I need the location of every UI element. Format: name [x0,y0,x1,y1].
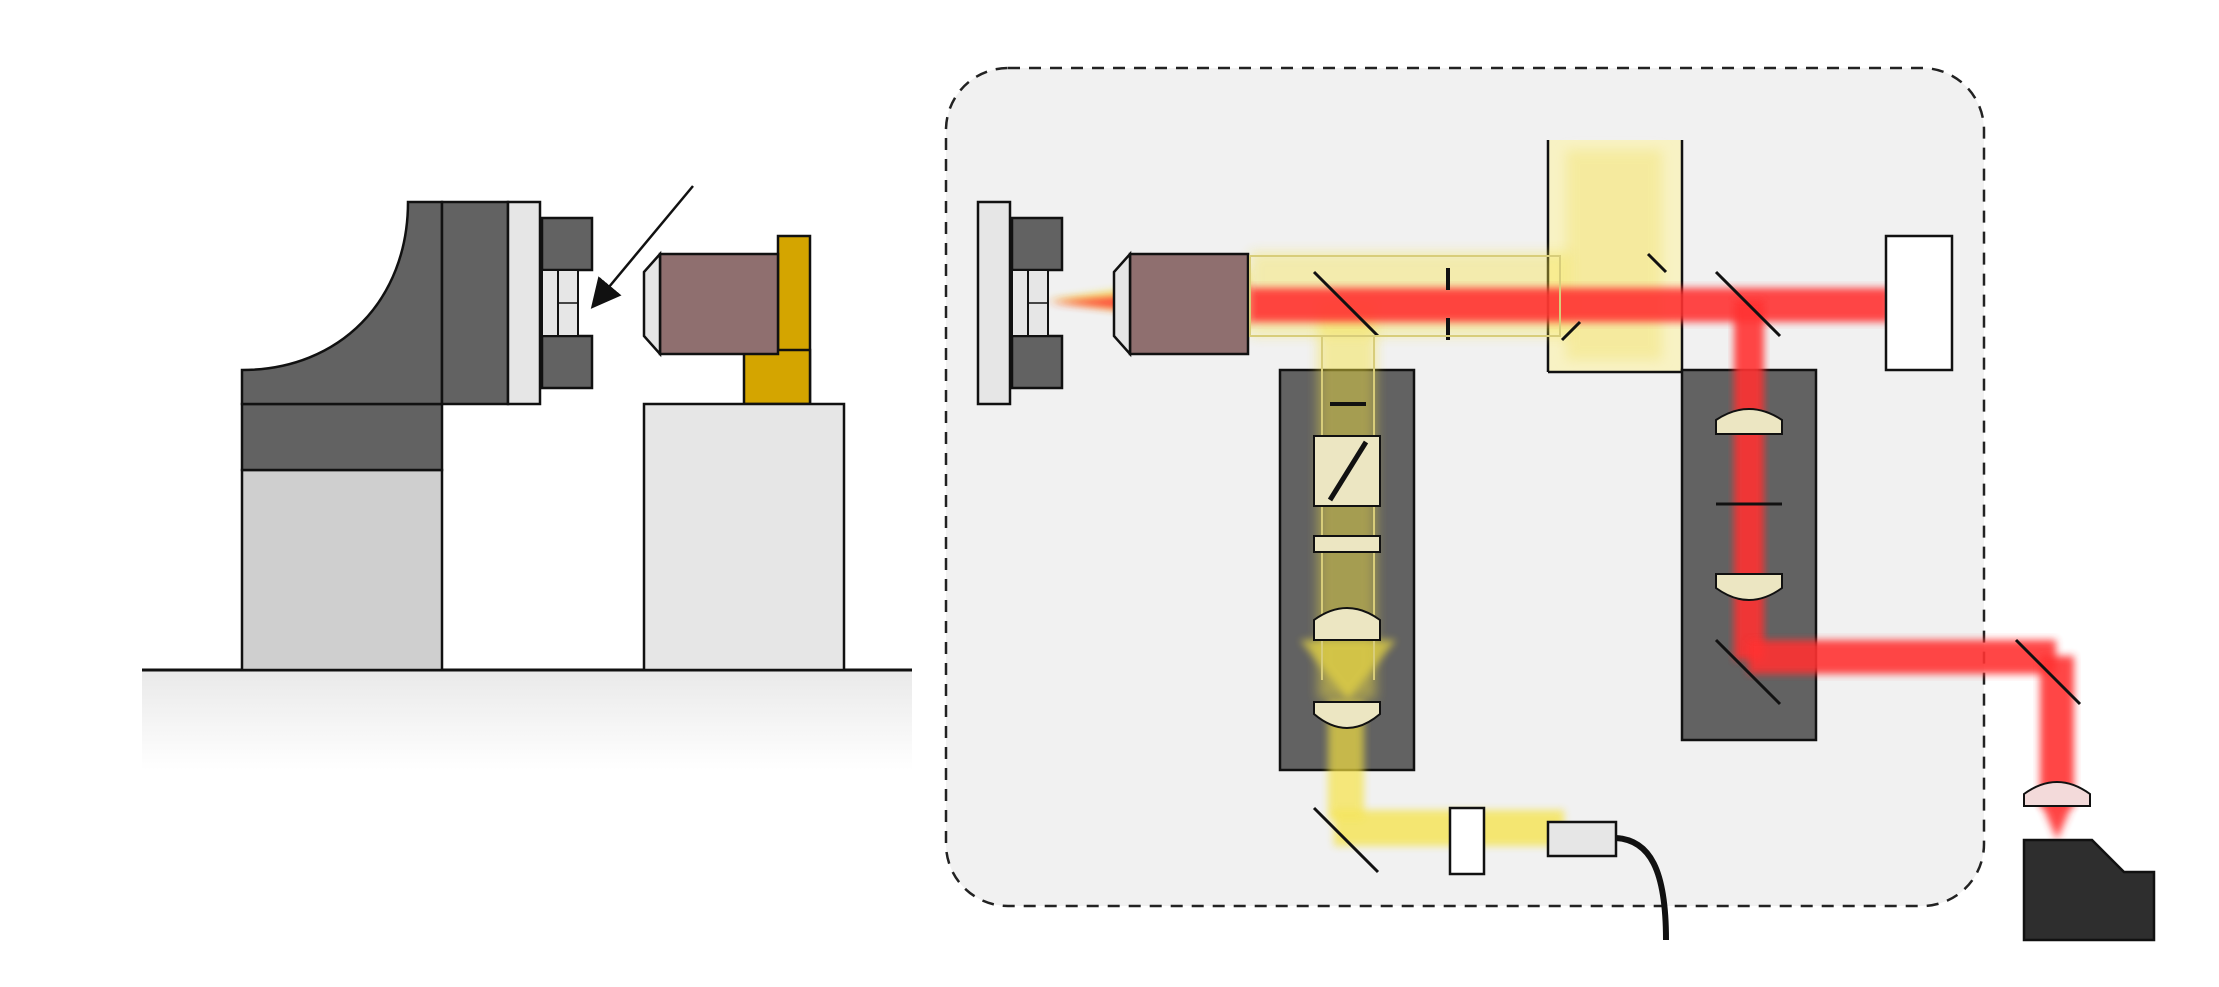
lens-detection-2 [1715,573,1783,601]
lens-tube-2 [1313,701,1381,729]
fiber-connector [1448,806,1486,876]
optical-layout [944,66,2156,942]
sample-clamp-top [540,216,594,272]
objective-body [658,252,780,356]
polarizer-axis [1327,440,1369,502]
lens-tube-1 [1313,607,1381,641]
base-block [240,468,444,672]
beam-splitter-1 [1312,270,1380,338]
light-source [1546,820,1618,858]
sample-plate [506,200,542,406]
sample-window-right [1011,269,1029,337]
beam-splitter-5 [1714,638,1782,706]
laser-source [1884,234,1954,372]
yellow-glow-column [1566,150,1662,360]
side-view [142,185,912,770]
arm-column [440,200,510,406]
objective-mount-post [742,348,812,406]
sample-clamp-top-right [1010,216,1064,272]
lens-detection-1 [1715,408,1783,435]
filter-plate [1313,535,1381,553]
objective-pedestal [642,402,846,672]
beam-splitter-7 [1312,806,1380,874]
beam-splitter-4 [1560,320,1582,342]
enclosure [944,66,1986,908]
sample-window [541,269,559,337]
beam-splitter-6 [2014,638,2082,706]
objective-tip-right [1112,250,1132,358]
objective-tip [642,250,662,358]
camera-detector [2022,838,2156,942]
objective-body-right [1128,252,1250,356]
detector-lens [2023,781,2091,807]
curved-arm [240,200,444,406]
sample-plate-right [976,200,1012,406]
beam-splitter-2 [1714,270,1782,338]
sample-clamp-bottom-right [1010,334,1064,390]
fiber-cable [1615,835,1669,941]
floor-shadow [142,670,912,770]
sample-indicator-arrow [590,185,694,309]
sample-clamp-bottom [540,334,594,390]
base-upper-block [240,402,444,472]
beam-splitter-3 [1646,252,1668,274]
